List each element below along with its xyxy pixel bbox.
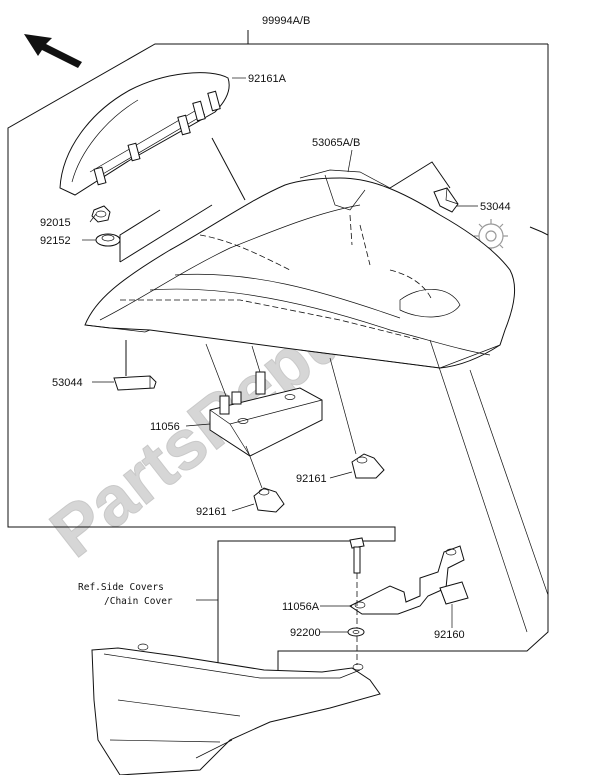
- label-ref-line2: /Chain Cover: [104, 596, 173, 607]
- label-ref-line1: Ref.Side Covers: [78, 582, 164, 593]
- label-damper-left: 92161: [196, 506, 227, 518]
- nut: [91, 205, 111, 223]
- label-damper-right: 92161: [296, 473, 327, 485]
- label-cover-main: 92161A: [248, 73, 287, 85]
- label-clip-right: 53044: [480, 201, 511, 213]
- label-washer: 92200: [290, 627, 321, 639]
- label-grommet: 92152: [40, 235, 71, 247]
- label-clip-left: 53044: [52, 377, 83, 389]
- damper-right: [351, 453, 385, 479]
- seat-cowl-upper: [59, 72, 230, 196]
- assembly-boundary: [7, 30, 549, 673]
- damper-left: [253, 487, 285, 513]
- label-bracket: 11056: [150, 421, 180, 433]
- mounting-studs: [93, 90, 221, 186]
- clip-right: [433, 187, 459, 213]
- pad: [439, 581, 469, 605]
- label-assembly: 99994A/B: [262, 15, 310, 27]
- side-cover-ref: [91, 643, 381, 775]
- bolt: [349, 537, 365, 574]
- arrow-up-left-icon: [24, 34, 82, 68]
- bracket-lower: [349, 545, 465, 615]
- clip-left: [113, 375, 157, 391]
- washer: [347, 627, 365, 637]
- grommet: [95, 233, 121, 247]
- bracket: [209, 371, 323, 457]
- label-bracket-a: 11056A: [282, 601, 320, 613]
- label-pad: 92160: [434, 629, 465, 641]
- label-nut: 92015: [40, 217, 71, 229]
- single-seat-cover: [84, 169, 515, 369]
- label-seat-cover: 53065A/B: [312, 137, 360, 149]
